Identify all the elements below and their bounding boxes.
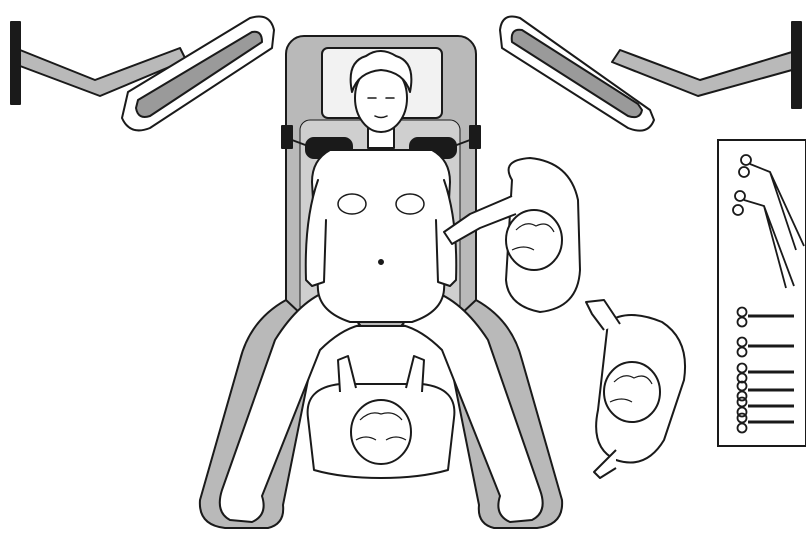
patient-torso (312, 150, 450, 322)
instrument-tray (718, 140, 806, 446)
shoulder-bracket-right (470, 126, 480, 148)
surgeon (308, 356, 455, 478)
wall-mount-left (11, 22, 20, 104)
wall-mount-right (792, 22, 801, 108)
assistant-lower-arm (586, 300, 620, 330)
light-lens-right (512, 30, 642, 117)
tray-outline (718, 140, 806, 446)
light-lens-left (136, 32, 262, 117)
shoulder-bracket-left (282, 126, 292, 148)
light-arm-right (612, 50, 792, 96)
assistant-lower-arm-2 (594, 450, 616, 478)
surgeon-head (351, 400, 411, 464)
surgical-light-left (11, 17, 274, 131)
surgical-light-right (500, 17, 801, 131)
assistant-upper-head (506, 210, 562, 270)
surgeon-arm-right (406, 356, 424, 392)
assistant-right-lower (586, 300, 685, 478)
patient-navel (379, 260, 383, 264)
assistant-lower-head (604, 362, 660, 422)
surgeon-arm-left (338, 356, 356, 392)
